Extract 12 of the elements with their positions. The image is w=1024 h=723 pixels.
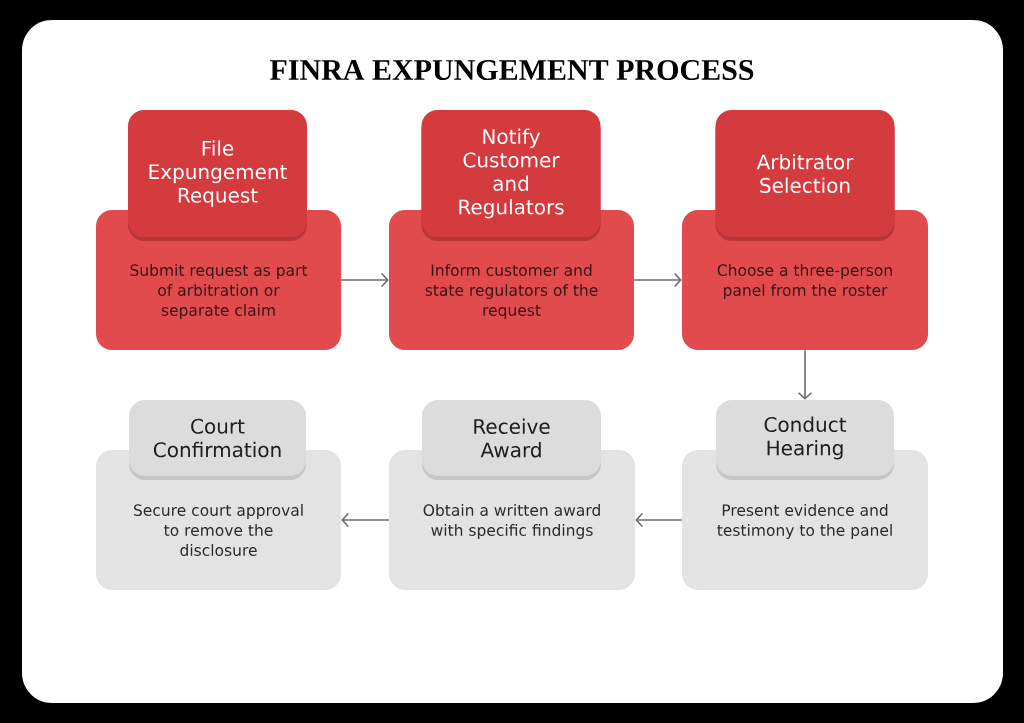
arrow [633, 272, 682, 288]
step-title-box: File Expungement Request [128, 110, 307, 241]
step-title-box: Court Confirmation [129, 400, 306, 480]
title: FINRA EXPUNGEMENT PROCESS [270, 59, 754, 81]
step-title-box: Conduct Hearing [716, 400, 894, 480]
arrow [797, 349, 813, 400]
step-title-box: Receive Award [422, 400, 601, 480]
arrow [635, 512, 683, 528]
step-title-box: Arbitrator Selection [715, 110, 895, 241]
arrow [340, 272, 389, 288]
arrow [341, 512, 390, 528]
step-title-box: Notify Customer and Regulators [421, 110, 601, 241]
